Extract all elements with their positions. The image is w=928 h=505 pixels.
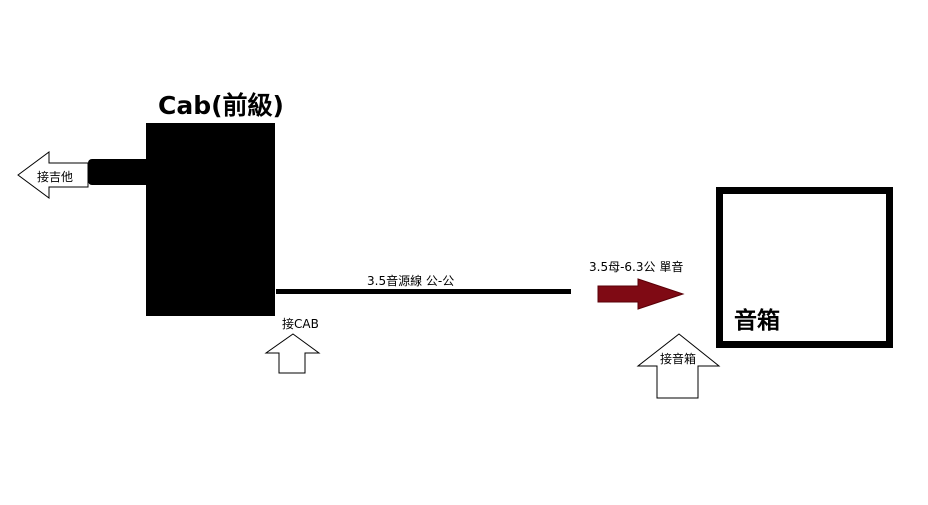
cab-title: Cab(前級): [158, 91, 284, 120]
adapter-arrow-icon: [597, 278, 685, 310]
cable-label: 3.5音源線 公-公: [367, 274, 455, 288]
adapter-label: 3.5母-6.3公 單音: [589, 260, 684, 274]
cab-device: [146, 123, 275, 316]
speaker-cabinet: [716, 187, 893, 348]
guitar-plug: [88, 159, 148, 185]
speaker-title: 音箱: [734, 308, 780, 334]
audio-cable-line: [276, 289, 571, 294]
cab-input-label: 接CAB: [282, 317, 319, 331]
speaker-connect-arrow-icon: [636, 333, 721, 399]
cab-input-arrow-icon: [264, 333, 321, 374]
guitar-arrow-icon: [17, 151, 89, 199]
guitar-label: 接吉他: [37, 170, 74, 184]
speaker-connect-label: 接音箱: [660, 352, 697, 366]
